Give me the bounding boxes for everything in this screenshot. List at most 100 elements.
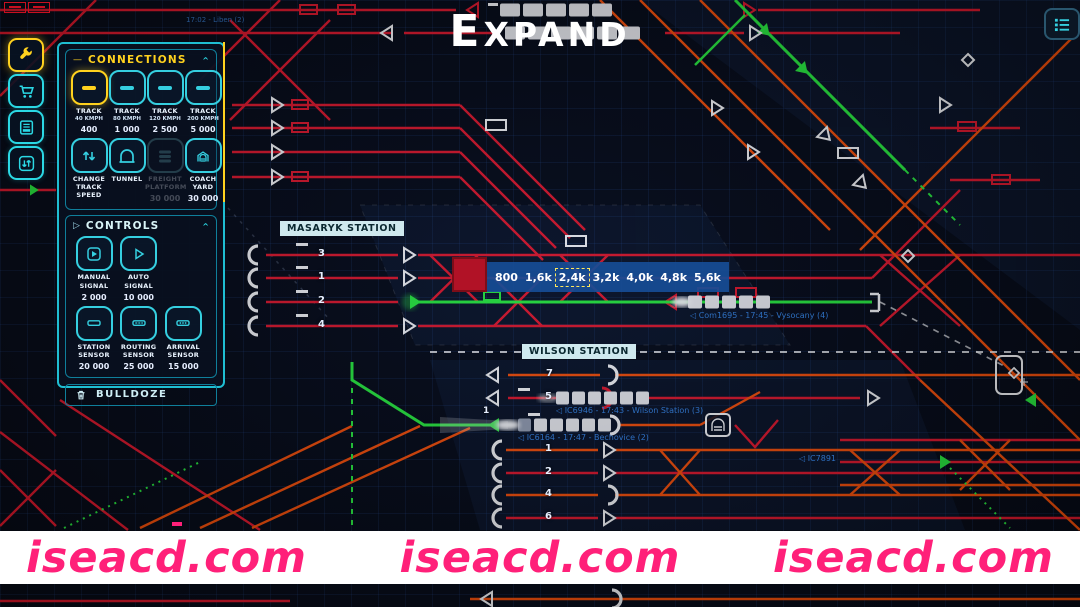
track-icon — [184, 70, 222, 105]
masaryk-track-number: 2 — [318, 295, 325, 306]
masaryk-track-number: 3 — [318, 248, 325, 259]
tool-freight-platform[interactable]: Freight Platform 30 000 — [145, 138, 187, 204]
wilson-track-number: 4 — [545, 488, 552, 499]
tool-price: 30 000 — [149, 194, 181, 204]
price-option[interactable]: 1,6k — [524, 270, 552, 284]
budget-block — [452, 257, 487, 292]
platform-icon — [146, 138, 184, 174]
tool-track-120[interactable]: Track 120 kmph 2 500 — [146, 70, 184, 134]
price-option[interactable]: 4,8k — [660, 270, 688, 284]
tool-sublabel: 200 kmph — [187, 116, 219, 123]
tool-track-200[interactable]: Track 200 kmph 5 000 — [184, 70, 222, 134]
arrival-sensor-icon — [164, 305, 202, 341]
tool-label: Tunnel — [111, 175, 143, 184]
coach-yard-icon — [184, 138, 222, 174]
controls-title: Controls — [85, 220, 160, 233]
map-badge — [4, 2, 26, 13]
price-option[interactable]: 5,6k — [694, 270, 721, 284]
panel-accent — [223, 42, 225, 202]
tool-label: Auto Signal — [124, 273, 154, 290]
tool-manual-signal[interactable]: Manual Signal 2 000 — [74, 236, 114, 302]
price-option[interactable]: 3,2k — [592, 270, 620, 284]
wrench-icon — [20, 47, 32, 59]
watermark-text: iseacd.com — [773, 532, 1054, 583]
tool-tunnel[interactable]: Tunnel — [108, 138, 146, 203]
expand-icon: ▷ — [73, 221, 80, 232]
watermark-text: iseacd.com — [399, 532, 681, 583]
price-option[interactable]: 4,0k — [626, 270, 654, 284]
manual-signal-icon — [75, 236, 113, 272]
tool-price: 25 000 — [123, 361, 154, 371]
tool-label: Manual Signal — [77, 273, 111, 290]
tool-sublabel: 40 kmph — [75, 116, 103, 123]
train-cars — [500, 3, 770, 432]
tool-price: 2 000 — [81, 292, 107, 302]
tool-track-40[interactable]: Track 40 kmph 400 — [70, 70, 108, 134]
shop-button[interactable] — [8, 74, 44, 108]
controls-section: ▷ Controls ^ Manual Signal 2 000 Auto Si… — [65, 215, 217, 378]
transfer-arrows-icon — [18, 155, 35, 172]
tool-label: Routing Sensor — [120, 342, 157, 359]
route-list-button[interactable] — [1044, 8, 1080, 40]
tool-sublabel: 120 kmph — [149, 116, 181, 123]
masaryk-track-number: 1 — [318, 271, 325, 282]
train-label[interactable]: ◁ IC6164 - 17:47 - Bechovice (2) — [518, 433, 649, 442]
train-label[interactable]: ◁ IC6946 - 17:43 - Wilson Station (3) — [556, 406, 704, 415]
tool-price: 5 000 — [190, 125, 216, 135]
watermark-text: iseacd.com — [26, 532, 307, 583]
tool-arrival-sensor[interactable]: Arrival Sensor 15 000 — [163, 305, 203, 371]
wilson-track-number: 5 — [545, 391, 552, 402]
tool-price: 10 000 — [123, 292, 154, 302]
tool-track-80[interactable]: Track 80 kmph 1 000 — [108, 70, 146, 134]
masaryk-track-number: 4 — [318, 319, 325, 330]
price-selector[interactable]: 800 1,6k 2,4k 3,2k 4,0k 4,8k 5,6k — [487, 262, 729, 292]
price-option[interactable]: 800 — [495, 270, 518, 284]
tool-label: Coach Yard — [189, 175, 217, 192]
collapse-icon: — — [73, 55, 82, 65]
wilson-track-number: 7 — [546, 368, 553, 379]
cart-icon — [19, 85, 34, 98]
tool-coach-yard[interactable]: Coach Yard 30 000 — [184, 138, 222, 203]
tool-label: Change track speed — [72, 175, 106, 200]
connections-header[interactable]: — Connections ^ — [66, 50, 216, 68]
level-title: Expand — [449, 6, 631, 57]
track-icon — [108, 70, 146, 105]
station-label-masaryk[interactable]: Masaryk Station — [280, 221, 404, 236]
tool-price: 1 000 — [114, 125, 140, 135]
list-icon — [1054, 18, 1070, 32]
timetable-button[interactable] — [8, 110, 44, 144]
watermark-band: iseacd.com iseacd.com iseacd.com — [0, 531, 1080, 584]
station-label-wilson[interactable]: Wilson Station — [522, 344, 636, 359]
tool-price: 2 500 — [152, 125, 178, 135]
tool-label: Station Sensor — [77, 342, 111, 359]
bulldoze-button[interactable]: Bulldoze — [65, 383, 217, 406]
station-sensor-icon — [75, 305, 113, 341]
wilson-track-number: 6 — [545, 511, 552, 522]
tool-sublabel: 80 kmph — [113, 116, 141, 123]
train-label[interactable]: ◁ IC7891 — [799, 454, 836, 463]
pink-tick — [172, 522, 182, 526]
tool-price: 30 000 — [187, 194, 219, 204]
tool-routing-sensor[interactable]: Routing Sensor 25 000 — [119, 305, 159, 371]
chevron-up-icon: ^ — [202, 55, 209, 65]
tool-change-track-speed[interactable]: Change track speed — [70, 138, 108, 203]
price-option[interactable]: 2,4k — [554, 267, 590, 287]
speed-arrows-icon — [70, 138, 108, 174]
tool-auto-signal[interactable]: Auto Signal 10 000 — [119, 236, 159, 302]
document-icon — [19, 120, 34, 135]
tool-label: Track — [152, 107, 178, 115]
tool-label: Freight Platform — [145, 175, 187, 192]
trash-icon — [77, 390, 85, 400]
tool-price: 400 — [80, 125, 98, 135]
tool-station-sensor[interactable]: Station Sensor 20 000 — [74, 305, 114, 371]
train-label[interactable]: 17:02 - Liben (2) — [186, 16, 245, 24]
map-badge — [28, 2, 50, 13]
train-label[interactable]: ◁ Com1695 - 17:45 - Vysocany (4) — [690, 311, 829, 320]
chevron-up-icon: ^ — [202, 221, 209, 231]
build-tools-button[interactable] — [8, 38, 44, 72]
coach-yard-map-icon — [705, 413, 731, 437]
tool-label: Track — [76, 107, 102, 115]
tool-price: 15 000 — [168, 361, 199, 371]
transfers-button[interactable] — [8, 146, 44, 180]
controls-header[interactable]: ▷ Controls ^ — [66, 216, 216, 234]
